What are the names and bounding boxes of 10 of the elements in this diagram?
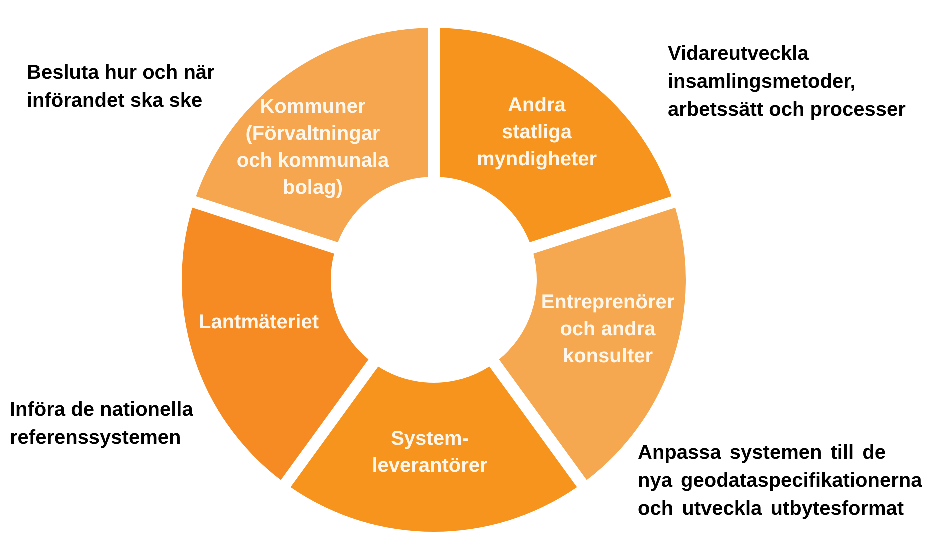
ring-segment bbox=[290, 366, 578, 532]
segment-label: Andra statliga myndigheter bbox=[476, 94, 598, 172]
note-text: Besluta hur och när införandet ska ske bbox=[27, 61, 216, 114]
segment-label: Entreprenörer och andra konsulter bbox=[540, 290, 676, 370]
note-text: Införa de nationella referenssystemen bbox=[10, 398, 194, 451]
segment-label: Kommuner (Förvaltningar och kommunala bolag) bbox=[236, 95, 390, 201]
note-text: Anpassa systemen till de nya geodataspecifikationerna och utveckla utbytesformat bbox=[638, 441, 924, 522]
segment-label: System- leverantörer bbox=[371, 427, 489, 479]
segment-label: Lantmäteriet bbox=[198, 310, 320, 336]
note-text: Vidareutveckla insamlingsmetoder, arbetssätt och processer bbox=[668, 42, 907, 123]
